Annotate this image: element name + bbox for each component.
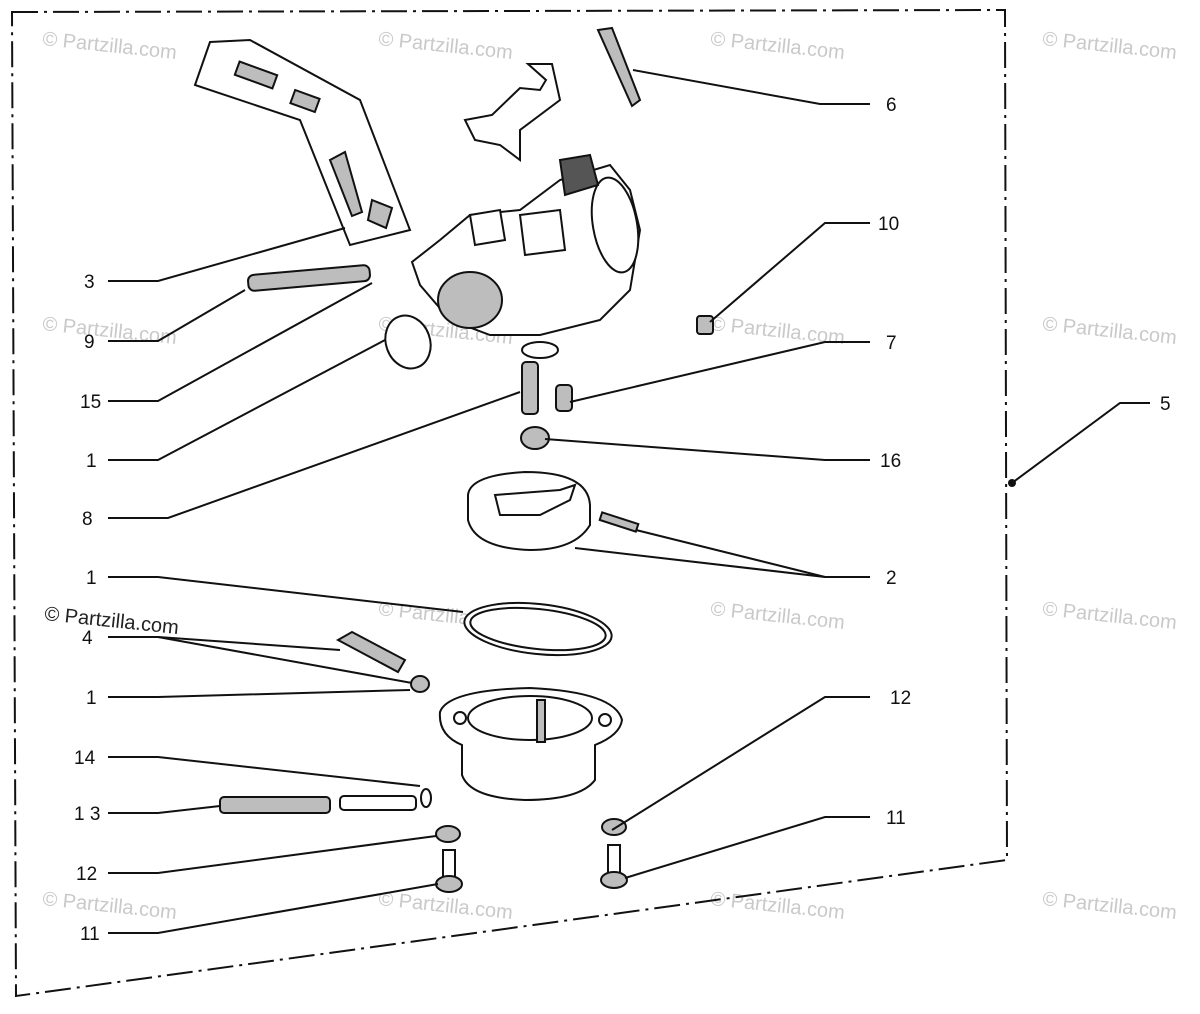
leader-10	[709, 222, 870, 323]
leader-5	[1011, 402, 1150, 484]
bowl-gasket-inner	[469, 606, 607, 652]
leader-9	[108, 289, 246, 342]
clip	[420, 788, 432, 808]
watermark: © Partzilla.com	[1041, 28, 1177, 64]
leader-11a	[108, 883, 439, 934]
pin-a	[219, 796, 331, 814]
watermark: © Partzilla.com	[1041, 313, 1177, 349]
leader-16	[544, 438, 870, 461]
watermark: © Partzilla.com	[41, 28, 177, 64]
callout-12: 12	[890, 688, 911, 709]
callout-1: 1	[86, 568, 97, 589]
leader-2b	[635, 529, 826, 578]
float-pin	[247, 264, 371, 292]
callout-5: 5	[1160, 394, 1171, 415]
washer-right	[601, 818, 627, 836]
jet-needle	[521, 361, 539, 415]
leader-4b	[157, 636, 413, 684]
watermark: © Partzilla.com	[1041, 598, 1177, 634]
watermark: © Partzilla.com	[709, 598, 845, 634]
parts-layer	[193, 26, 714, 893]
callout-15: 15	[80, 392, 101, 413]
leader-13	[108, 805, 221, 814]
leader-14	[108, 756, 421, 787]
watermark: © Partzilla.com	[709, 313, 845, 349]
bolt-right	[600, 844, 628, 889]
watermark: © Partzilla.com	[377, 888, 513, 924]
callout-16: 16	[880, 451, 901, 472]
main-jet	[555, 384, 573, 412]
assembly-boundary	[10, 8, 1009, 998]
watermark: © Partzilla.com	[41, 313, 177, 349]
leader-6	[632, 69, 870, 105]
idle-screw	[335, 630, 407, 674]
float-bowl	[438, 686, 624, 802]
callout-13: 1 3	[74, 804, 100, 825]
leader-12b	[611, 696, 870, 831]
callout-14: 14	[74, 748, 96, 769]
leader-11b	[624, 816, 870, 879]
callout-1: 1	[86, 451, 97, 472]
leader-5-dot	[1008, 479, 1016, 487]
watermark: © Partzilla.com	[709, 888, 845, 924]
carburetor-body	[410, 63, 642, 359]
callout-3: 3	[84, 272, 95, 293]
callout-2: 2	[886, 568, 897, 589]
leader-1a	[108, 339, 386, 461]
leader-15	[108, 282, 373, 402]
leader-8	[108, 391, 521, 519]
idle-screw-ring	[410, 675, 430, 693]
callout-9: 9	[84, 332, 95, 353]
callout-11: 11	[886, 808, 906, 829]
watermark-dark: © Partzilla.com	[43, 603, 179, 639]
callout-labels: 3 9 15 1 8 1 4 1 14 1 3 12 11 6 10 7 16 …	[74, 95, 1171, 945]
watermark: © Partzilla.com	[709, 28, 845, 64]
callout-6: 6	[886, 95, 897, 116]
callout-10: 10	[878, 214, 899, 235]
watermark: © Partzilla.com	[1041, 888, 1177, 924]
washer-left	[435, 825, 461, 843]
callout-8: 8	[82, 509, 93, 530]
callout-11: 11	[80, 924, 100, 945]
leader-12a	[108, 835, 437, 874]
callout-7: 7	[886, 333, 897, 354]
o-ring-small	[384, 314, 432, 370]
callout-4: 4	[82, 628, 93, 649]
callout-12: 12	[76, 864, 97, 885]
small-screw	[696, 315, 714, 335]
watermark: © Partzilla.com	[41, 888, 177, 924]
bolt-left	[435, 849, 463, 893]
pin-b	[339, 795, 417, 811]
plate-part	[596, 26, 642, 108]
float	[467, 470, 640, 552]
leader-lines	[108, 69, 1150, 934]
jet-washer	[520, 426, 550, 450]
leader-3	[108, 227, 346, 282]
leader-1b	[108, 576, 464, 613]
callout-1: 1	[86, 688, 97, 709]
watermark: © Partzilla.com	[377, 28, 513, 64]
repair-kit-card	[193, 38, 412, 247]
leader-7	[569, 341, 870, 403]
leader-1c	[108, 689, 411, 698]
